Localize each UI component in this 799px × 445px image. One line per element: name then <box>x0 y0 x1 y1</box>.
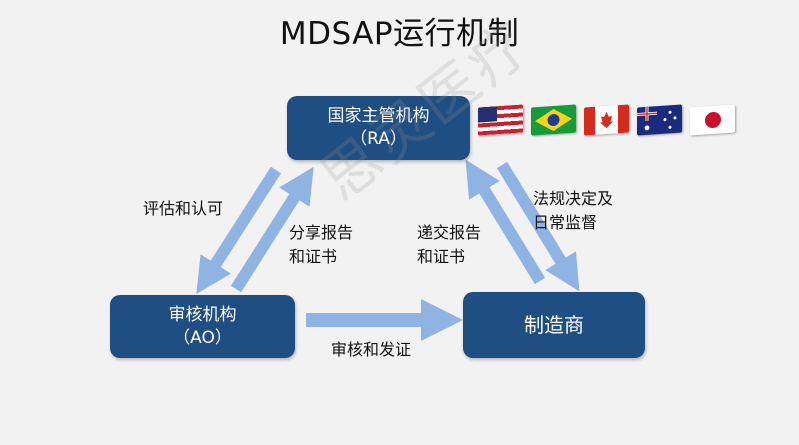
edge-label-ra-to-ao: 评估和认可 <box>143 199 224 218</box>
node-manufacturer-name: 制造商 <box>524 312 584 337</box>
node-manufacturer: 制造商 <box>463 292 645 358</box>
node-ao-abbr: （AO） <box>173 327 232 348</box>
page-title: MDSAP运行机制 <box>279 16 520 52</box>
edge-label-ao-to-mfr: 审核和发证 <box>331 340 412 359</box>
canada-flag-icon <box>584 104 629 136</box>
node-ra-name: 国家主管机构 <box>327 106 430 127</box>
edge-label-ra-to-mfr: 法规决定及 日常监督 <box>533 189 614 232</box>
arrow-mfr-to-ra <box>465 159 546 285</box>
edge-label-mfr-to-ra: 递交报告 和证书 <box>417 223 482 266</box>
node-ra: 国家主管机构 （RA） <box>287 96 470 160</box>
member-flags <box>478 104 735 136</box>
japan-flag-icon <box>690 104 735 136</box>
arrow-ao-to-ra <box>230 166 314 293</box>
brazil-flag-icon <box>531 104 576 136</box>
node-ao-name: 审核机构 <box>168 304 237 325</box>
node-ra-abbr: （RA） <box>350 129 407 149</box>
node-ao: 审核机构 （AO） <box>110 295 295 358</box>
arrow-ra-to-ao <box>196 166 282 295</box>
arrow-ra-to-mfr <box>496 161 580 292</box>
australia-flag-icon <box>637 104 682 136</box>
edge-label-ao-to-ra: 分享报告 和证书 <box>289 223 354 266</box>
